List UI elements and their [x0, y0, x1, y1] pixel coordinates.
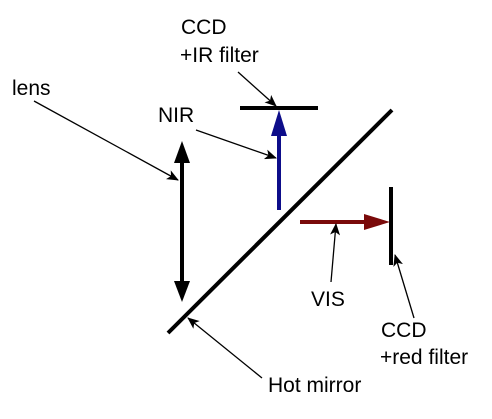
vis-label: VIS [311, 288, 345, 311]
ccd-red-label-line1: CCD [381, 319, 427, 342]
leader-hot-mirror [187, 317, 263, 379]
ccd-ir-label-line2: +IR filter [180, 44, 259, 67]
vis-arrow-head [364, 214, 390, 230]
nir-arrow-head [271, 110, 287, 136]
vis-arrow [300, 214, 390, 230]
lens-label: lens [12, 77, 51, 100]
ccd-red-label-line2: +red filter [380, 346, 468, 369]
lens-double-arrow [174, 141, 190, 302]
hot-mirror-line [166, 108, 394, 335]
nir-arrow [271, 110, 287, 210]
ccd-ir-label-line1: CCD [181, 16, 227, 39]
leader-nir [195, 129, 277, 160]
leader-lens [33, 100, 179, 181]
hot-mirror-label: Hot mirror [268, 374, 361, 397]
leader-ccd-red [393, 254, 415, 319]
leader-ccd-ir [237, 71, 277, 107]
leader-vis [330, 223, 341, 283]
nir-label: NIR [158, 104, 194, 127]
